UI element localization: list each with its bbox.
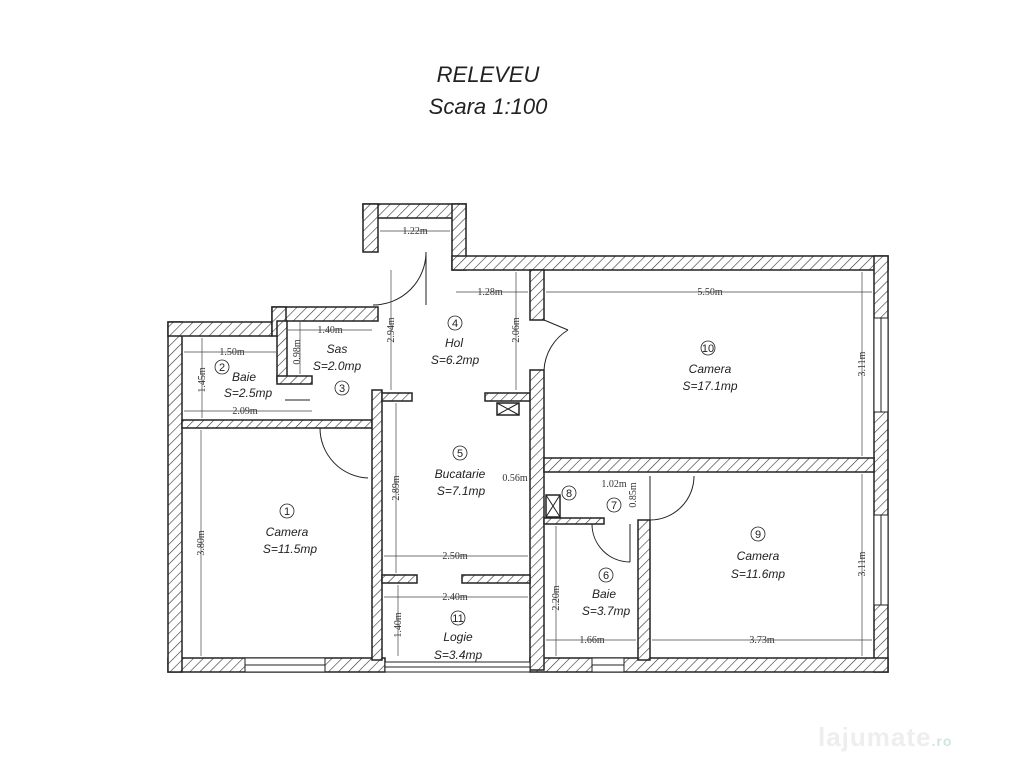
dimension-label: 2.89m: [391, 475, 402, 501]
room-text: 1 Camera S=11.5mp 2 Baie S=2.5mp 3 Sas S…: [219, 318, 785, 662]
dimension-label: 1.40m: [393, 612, 404, 638]
dimension-label: 2.20m: [551, 585, 562, 611]
dimension-label: 2.50m: [442, 551, 468, 562]
dimension-label: 0.56m: [502, 473, 528, 484]
dimension-label: 1.40m: [317, 325, 343, 336]
dimension-labels: 1.22m 1.28m 5.50m 1.40m 1.50m 2.09m 2.50…: [196, 226, 868, 646]
plan-title: RELEVEU: [436, 62, 540, 87]
watermark-logo: lajumate.ro: [818, 722, 953, 752]
room-number: 3: [339, 383, 345, 395]
room-label: S=3.4mp: [434, 648, 483, 662]
dimension-label: 1.22m: [402, 226, 428, 237]
room-label: Sas: [327, 342, 348, 356]
dimension-label: 3.73m: [749, 635, 775, 646]
room-label: Baie: [592, 587, 616, 601]
room-label: Camera: [737, 549, 780, 563]
dimension-label: 3.11m: [857, 551, 868, 576]
dimension-label: 3.11m: [857, 351, 868, 376]
doors: [285, 251, 695, 563]
room-label: S=2.0mp: [313, 359, 362, 373]
dimension-label: 2.06m: [511, 317, 522, 343]
room-label: S=6.2mp: [431, 353, 480, 367]
dimension-label: 2.09m: [232, 406, 258, 417]
room-label: Camera: [689, 362, 732, 376]
room-label: S=11.6mp: [731, 567, 785, 581]
room-label: Hol: [445, 336, 463, 350]
room-number: 6: [603, 570, 609, 582]
room-label: Baie: [232, 370, 256, 384]
room-label: Camera: [266, 525, 309, 539]
dimension-label: 1.45m: [197, 367, 208, 393]
dimension-label: 1.66m: [579, 635, 605, 646]
dimension-label: 0.85m: [628, 482, 639, 508]
room-number: 7: [611, 500, 617, 512]
room-label: S=17.1mp: [682, 379, 737, 393]
dimension-label: 5.50m: [697, 287, 723, 298]
room-number: 2: [219, 362, 225, 374]
plan-scale: Scara 1:100: [428, 94, 548, 119]
room-number: 10: [702, 343, 714, 355]
dimension-label: 0.98m: [292, 339, 303, 365]
room-label: Logie: [443, 630, 473, 644]
room-number: 4: [452, 318, 458, 330]
room-label: Bucatarie: [435, 467, 486, 481]
room-label: S=2.5mp: [224, 386, 273, 400]
dimension-lines: [184, 230, 872, 656]
room-number: 5: [457, 448, 463, 460]
room-label: S=3.7mp: [582, 604, 631, 618]
walls: [167, 203, 889, 673]
dimension-label: 2.40m: [442, 592, 468, 603]
dimension-label: 1.28m: [477, 287, 503, 298]
room-label: S=7.1mp: [437, 484, 486, 498]
windows: [244, 317, 889, 673]
room-number: 9: [755, 529, 761, 541]
dimension-label: 2.94m: [386, 317, 397, 343]
room-number: 8: [566, 488, 572, 500]
dimension-label: 3.80m: [196, 530, 207, 556]
room-labels: [214, 315, 766, 626]
room-label: S=11.5mp: [263, 542, 317, 556]
room-number: 11: [452, 613, 463, 625]
room-number: 1: [284, 506, 290, 518]
dimension-label: 1.50m: [219, 347, 245, 358]
dimension-label: 1.02m: [601, 479, 627, 490]
